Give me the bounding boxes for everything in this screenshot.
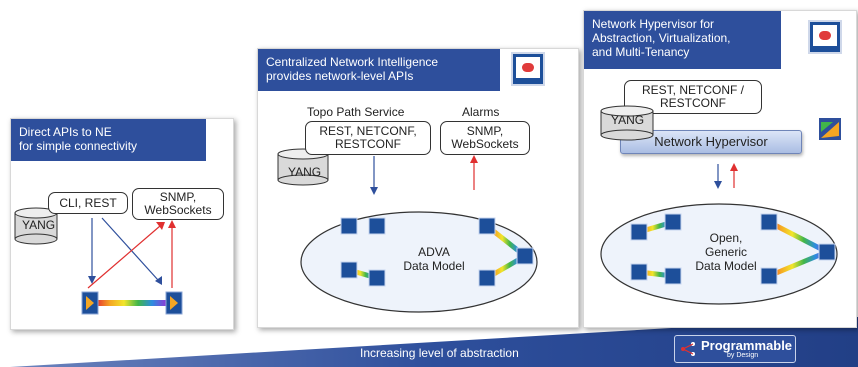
- panel-header: Direct APIs to NE for simple connectivit…: [11, 119, 206, 161]
- rest-netconf-restconf-box: REST, NETCONF / RESTCONF: [624, 80, 762, 114]
- network-ellipse: [300, 211, 538, 313]
- badge-subtitle: by Design: [727, 352, 759, 359]
- yang-cylinder: [14, 207, 58, 245]
- network-element-icon: [81, 291, 99, 315]
- panel1-diagram: [14, 207, 183, 315]
- panel-header: Centralized Network Intelligence provide…: [258, 49, 500, 91]
- down-arrow-diag: [101, 217, 159, 281]
- rest-netconf-restconf-box: REST, NETCONF, RESTCONF: [305, 121, 431, 155]
- snmp-websockets-box: SNMP, WebSockets: [440, 121, 530, 155]
- topo-path-service-label: Topo Path Service: [307, 105, 405, 119]
- alarms-label: Alarms: [462, 105, 500, 119]
- abstraction-caption: Increasing level of abstraction: [360, 346, 519, 360]
- network-node-icons: [630, 213, 836, 285]
- data-model-label: ADVA Data Model: [403, 245, 465, 273]
- data-model-label: Open, Generic Data Model: [695, 231, 757, 273]
- yang-label: YANG: [22, 218, 56, 232]
- programmable-badge: Programmable by Design: [674, 335, 796, 363]
- panel2-diagram: [277, 148, 538, 313]
- optical-link: [96, 300, 166, 306]
- badge-title: Programmable: [701, 338, 793, 353]
- panel3-diagram: [600, 105, 841, 305]
- cli-rest-box: CLI, REST: [48, 192, 128, 214]
- up-arrow-diag: [87, 225, 161, 289]
- network-node-icons: [340, 217, 534, 287]
- network-element-icon: [165, 291, 183, 315]
- snmp-websockets-box: SNMP, WebSockets: [132, 188, 224, 220]
- cloud-monitor-icon: [808, 20, 842, 54]
- panel-header: Network Hypervisor for Abstraction, Virt…: [584, 11, 781, 69]
- share-nodes-icon: [681, 342, 695, 356]
- virtualization-cube-icon: [819, 118, 841, 140]
- yang-label: YANG: [288, 165, 322, 179]
- cloud-monitor-icon: [511, 52, 545, 86]
- yang-label: YANG: [611, 113, 645, 127]
- yang-cylinder: [600, 105, 654, 141]
